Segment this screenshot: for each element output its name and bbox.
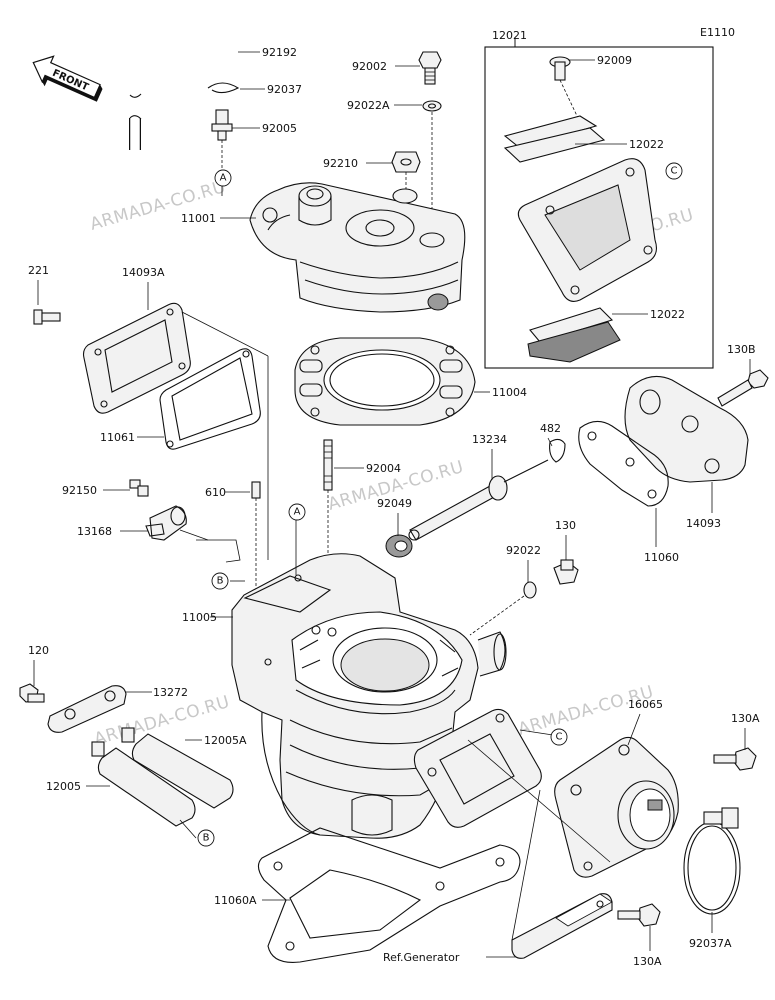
- part-label-130b: 130B: [727, 343, 756, 356]
- part-label-ref-generator: Ref.Generator: [383, 951, 460, 964]
- leader-line: [547, 437, 553, 447]
- cylinder-head: [249, 182, 466, 313]
- manifold-bolt-lower: [617, 903, 661, 927]
- valve-bolt: [553, 559, 579, 585]
- head-gasket: [294, 337, 476, 426]
- part-label-11004: 11004: [492, 386, 527, 399]
- diagram-code: E1110: [700, 26, 735, 39]
- manifold-bolt-upper: [713, 747, 757, 771]
- exhaust-valve-lever: [145, 505, 187, 541]
- cylinder-base-gasket: [257, 827, 521, 963]
- part-label-16065: 16065: [628, 698, 663, 711]
- ref-marker-b: [197, 829, 215, 847]
- part-label-13168: 13168: [77, 525, 112, 538]
- reed-valve-group-box: [484, 46, 714, 369]
- hose-clip: [207, 82, 240, 94]
- part-label-11060: 11060: [644, 551, 679, 564]
- part-label-92049: 92049: [377, 497, 412, 510]
- exhaust-valve-cover-gasket: [159, 348, 261, 450]
- part-label-92150: 92150: [62, 484, 97, 497]
- valve-cover-bolt-b: [717, 369, 769, 407]
- exhaust-valve-cover-bolt: [33, 309, 61, 325]
- ref-letter: B: [203, 833, 210, 844]
- ref-letter: A: [220, 173, 227, 184]
- part-label-11060a: 11060A: [214, 894, 257, 907]
- part-label-482: 482: [540, 422, 561, 435]
- part-label-92210: 92210: [323, 157, 358, 170]
- breather-fitting: [211, 109, 233, 168]
- part-label-610: 610: [205, 486, 226, 499]
- valve-washer: [523, 581, 537, 599]
- part-label-92002: 92002: [352, 60, 387, 73]
- circlip: [549, 438, 566, 463]
- part-label-92022: 92022: [506, 544, 541, 557]
- part-label-12022: 12022: [650, 308, 685, 321]
- reed-screw: [549, 56, 579, 119]
- part-label-12021: 12021: [492, 29, 527, 42]
- part-label-120: 120: [28, 644, 49, 657]
- leader-line: [627, 713, 641, 746]
- ref-marker-c: [665, 162, 683, 180]
- reference-markers: A C A B C B: [197, 162, 683, 847]
- head-nut: [391, 151, 421, 173]
- head-bolt: [418, 51, 442, 85]
- reed-stopper-lower: [527, 307, 621, 363]
- exhaust-valve-shaft: [408, 459, 549, 541]
- dowel-pin: [251, 481, 261, 499]
- ref-marker-c: [550, 728, 568, 746]
- ref-letter: B: [217, 576, 224, 587]
- housing-cover-gasket: [578, 420, 669, 507]
- reed-stopper-upper: [503, 115, 606, 163]
- ref-marker-a: [214, 169, 232, 187]
- ref-letter: A: [294, 507, 301, 518]
- pipe-holder-plate: [47, 685, 127, 733]
- ref-letter: C: [556, 732, 563, 743]
- part-label-221: 221: [28, 264, 49, 277]
- shaft-oil-seal: [385, 534, 413, 558]
- part-label-13272: 13272: [153, 686, 188, 699]
- part-label-130: 130: [555, 519, 576, 532]
- part-label-12005: 12005: [46, 780, 81, 793]
- ref-letter: C: [671, 166, 678, 177]
- part-label-130a: 130A: [633, 955, 662, 968]
- part-label-11005: 11005: [182, 611, 217, 624]
- intake-clamp: [683, 807, 741, 915]
- generator-strap: [511, 893, 613, 959]
- water-pipe: [91, 741, 196, 827]
- reed-valve-body: [517, 158, 657, 302]
- watermark-1: ARMADA-CO.RU: [88, 177, 228, 235]
- ref-marker-a: [288, 503, 306, 521]
- intake-flange: [413, 708, 542, 828]
- part-label-130a: 130A: [731, 712, 760, 725]
- part-label-12022: 12022: [629, 138, 664, 151]
- intake-manifold: [554, 736, 679, 878]
- front-arrow-icon: FRONT: [32, 55, 103, 102]
- part-label-12005a: 12005A: [204, 734, 247, 747]
- part-label-13234: 13234: [472, 433, 507, 446]
- part-label-11061: 11061: [100, 431, 135, 444]
- part-label-14093: 14093: [686, 517, 721, 530]
- ref-marker-b: [211, 572, 229, 590]
- pipe-holder-bolt: [19, 683, 45, 703]
- breather-hose: [129, 35, 237, 150]
- head-washer: [422, 100, 442, 112]
- part-label-92009: 92009: [597, 54, 632, 67]
- part-labels: 9219292037920059200292022A92210110011202…: [28, 29, 760, 968]
- part-label-92022a: 92022A: [347, 99, 390, 112]
- part-label-11001: 11001: [181, 212, 216, 225]
- part-label-92037a: 92037A: [689, 937, 732, 950]
- part-label-92037: 92037: [267, 83, 302, 96]
- exhaust-valve-cover: [82, 302, 191, 414]
- part-label-92004: 92004: [366, 462, 401, 475]
- lever-bolt: [129, 479, 149, 497]
- part-label-14093a: 14093A: [122, 266, 165, 279]
- part-label-92192: 92192: [262, 46, 297, 59]
- water-pipe-a: [121, 727, 234, 809]
- part-label-92005: 92005: [262, 122, 297, 135]
